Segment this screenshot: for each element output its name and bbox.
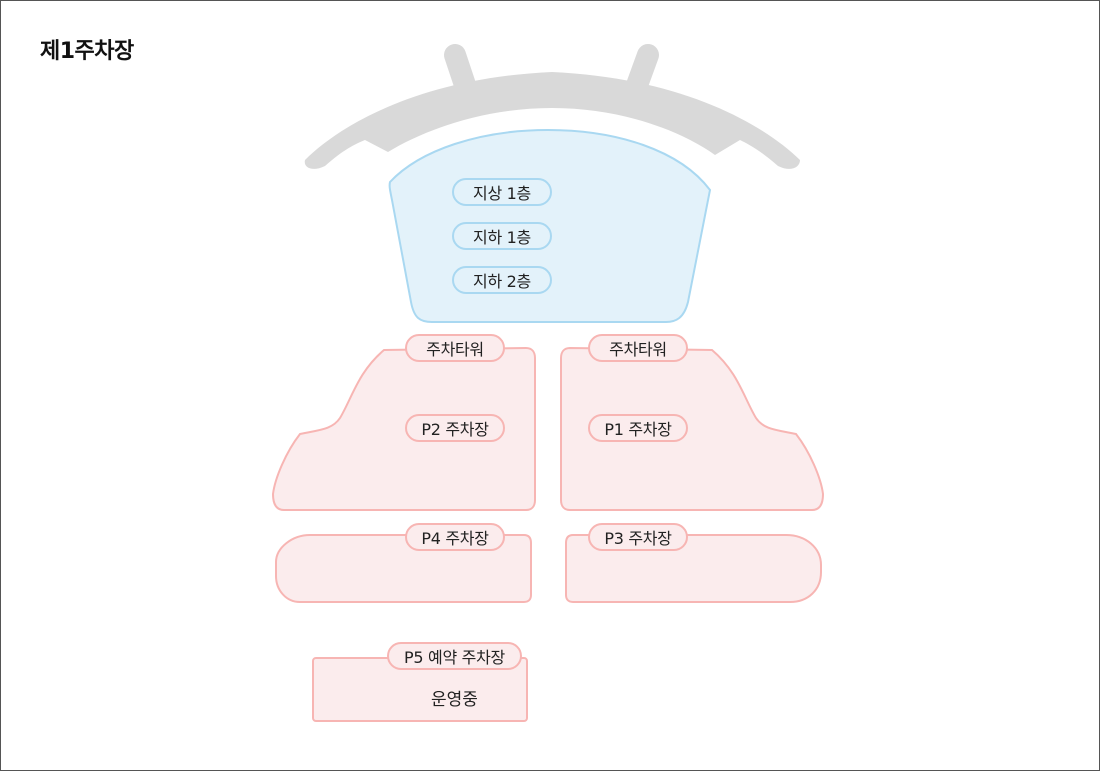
lot-p5-status: 운영중 bbox=[431, 690, 478, 710]
floor-basement1-button[interactable]: 지하 1층 bbox=[452, 222, 552, 250]
lot-p2-area[interactable] bbox=[271, 346, 536, 511]
stadium-arc bbox=[304, 72, 800, 169]
lot-p4-button[interactable]: P4 주차장 bbox=[405, 523, 505, 551]
floor-basement2-button[interactable]: 지하 2층 bbox=[452, 266, 552, 294]
lot-p4-area[interactable] bbox=[275, 534, 532, 603]
lot-p2-button[interactable]: P2 주차장 bbox=[405, 414, 505, 442]
stadium-pillar-left bbox=[444, 44, 477, 99]
floor-ground1-button[interactable]: 지상 1층 bbox=[452, 178, 552, 206]
page-title: 제1주차장 bbox=[40, 39, 134, 64]
lot-p3-button[interactable]: P3 주차장 bbox=[588, 523, 688, 551]
tower-left-button[interactable]: 주차타워 bbox=[405, 334, 505, 362]
lot-p5-button[interactable]: P5 예약 주차장 bbox=[387, 642, 522, 670]
main-building-floors[interactable] bbox=[388, 128, 712, 323]
lot-p3-area[interactable] bbox=[565, 534, 822, 603]
lot-p1-area[interactable] bbox=[560, 346, 825, 511]
tower-right-button[interactable]: 주차타워 bbox=[588, 334, 688, 362]
stadium-pillar-right bbox=[625, 44, 659, 99]
lot-p1-button[interactable]: P1 주차장 bbox=[588, 414, 688, 442]
stadium-roof bbox=[304, 44, 800, 169]
